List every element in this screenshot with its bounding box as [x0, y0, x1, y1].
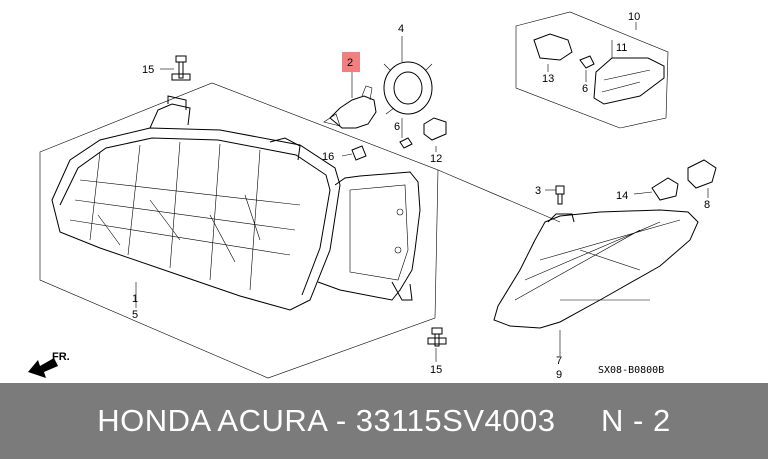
callout-1: 1 — [132, 293, 138, 305]
small-bulb-part — [399, 117, 447, 149]
callout-15-bottom: 15 — [430, 364, 442, 376]
callout-5: 5 — [132, 309, 138, 321]
footer-banner: HONDA ACURA - 33115SV4003 N - 2 — [0, 383, 768, 459]
headlight-housing — [51, 95, 421, 311]
callout-16: 16 — [322, 151, 334, 163]
callout-15-top: 15 — [142, 64, 154, 76]
screw-16 — [351, 145, 367, 161]
callout-11: 11 — [616, 42, 627, 54]
callout-6-left: 6 — [394, 121, 400, 133]
diagram-code: SX08-B0800B — [598, 365, 664, 376]
leader-lines — [135, 22, 709, 362]
front-marker-label: FR. — [52, 351, 70, 363]
bulb-socket-group — [651, 159, 717, 201]
callout-2: 2 — [347, 57, 353, 69]
callout-7: 7 — [556, 355, 562, 367]
callout-9: 9 — [556, 369, 562, 381]
callout-8: 8 — [704, 199, 710, 211]
side-marker-inset — [515, 11, 669, 129]
part-2-highlight — [342, 52, 360, 72]
headlight-outline-box — [39, 82, 439, 379]
callout-3: 3 — [535, 185, 541, 197]
front-arrow-icon — [28, 358, 58, 378]
screw-3 — [555, 185, 565, 205]
callout-12: 12 — [430, 153, 442, 165]
corner-lamp — [493, 209, 699, 329]
footer-text: HONDA ACURA - 33115SV4003 N - 2 — [97, 403, 671, 438]
screw-15-top — [171, 55, 191, 81]
screw-15-bottom — [427, 327, 447, 347]
socket-part — [383, 61, 433, 115]
callout-13: 13 — [542, 73, 554, 85]
parts-diagram: 15 2 4 6 12 16 1 5 15 7 9 3 14 8 13 6 11… — [28, 11, 717, 381]
callout-6-right: 6 — [582, 83, 588, 95]
bulb-part — [323, 85, 377, 129]
callout-4: 4 — [398, 23, 404, 35]
callout-14: 14 — [616, 190, 628, 202]
callout-10: 10 — [628, 11, 640, 23]
